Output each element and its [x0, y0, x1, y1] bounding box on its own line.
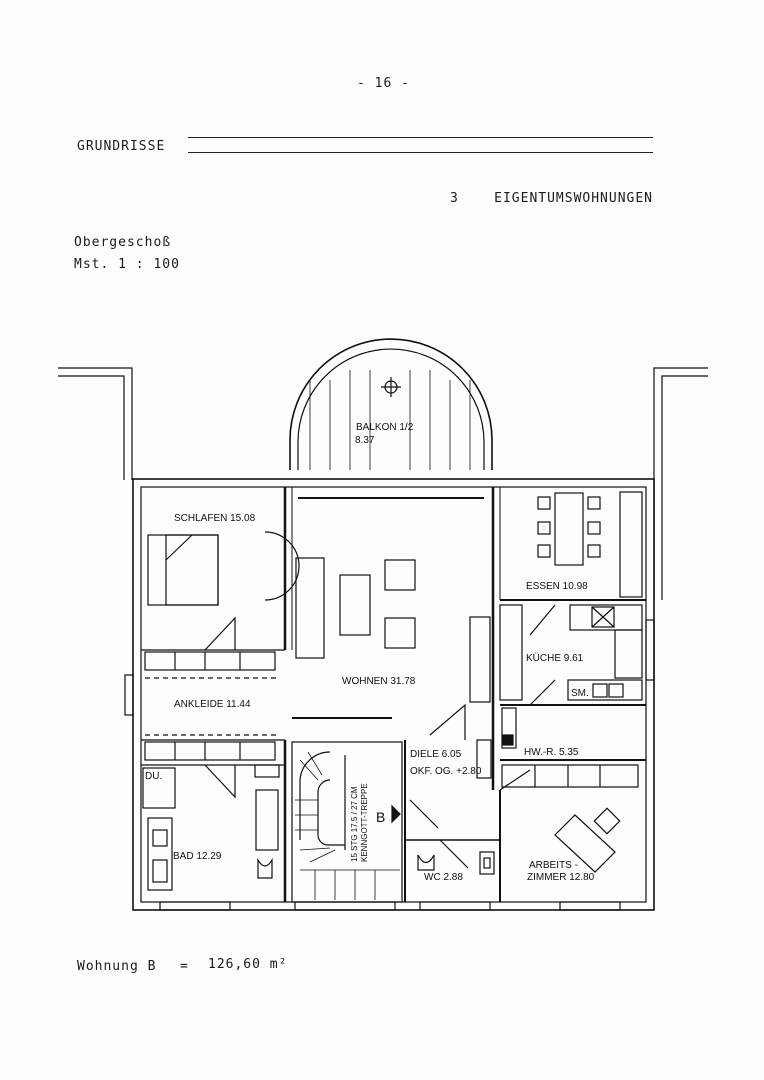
label-stair-2: KENNGOTT-TREPPE	[360, 783, 369, 862]
label-diele: DIELE 6.05	[410, 749, 462, 760]
area-summary-label: Wohnung B	[77, 959, 157, 974]
label-wc: WC 2.88	[424, 872, 463, 883]
area-summary-value: 126,60 m²	[208, 957, 288, 972]
label-arbeits-1: ARBEITS -	[529, 860, 578, 871]
heading-rule-top	[188, 137, 653, 138]
label-arbeits-2: ZIMMER 12.80	[527, 872, 595, 883]
label-schlafen: SCHLAFEN 15.08	[174, 513, 256, 524]
floor-label: Obergeschoß	[74, 235, 172, 250]
page-heading: GRUNDRISSE	[77, 139, 166, 154]
scale-label: Mst. 1 : 100	[74, 257, 180, 272]
label-hwr: HW.-R. 5.35	[524, 747, 579, 758]
page-number: - 16 -	[357, 76, 410, 91]
label-ankleide: ANKLEIDE 11.44	[174, 699, 251, 710]
label-balkon-area: 8.37	[355, 435, 375, 446]
label-essen: ESSEN 10.98	[526, 581, 588, 592]
label-kueche: KÜCHE 9.61	[526, 652, 584, 664]
document-subtitle: 3 EIGENTUMSWOHNUNGEN	[450, 191, 654, 206]
label-stair-1: 15 STG 17,5 / 27 CM	[350, 786, 359, 862]
label-wohnen: WOHNEN 31.78	[342, 676, 416, 687]
area-summary-equals: =	[180, 959, 189, 974]
label-okf: OKF. OG. +2.80	[410, 766, 482, 777]
heading-rule-bottom	[188, 152, 653, 153]
label-du: DU.	[145, 771, 162, 782]
label-sm: SM.	[571, 688, 589, 699]
label-bad: BAD 12.29	[173, 851, 222, 862]
label-stair-marker: B	[376, 809, 385, 825]
label-balkon: BALKON 1/2	[356, 422, 414, 433]
